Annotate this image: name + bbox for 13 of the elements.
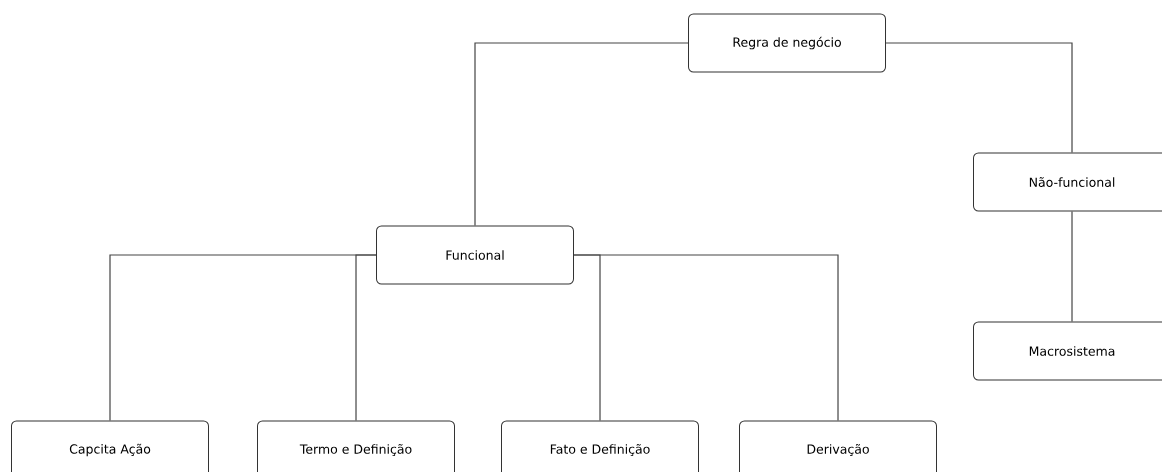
- node-box: Termo e Definição: [257, 420, 455, 472]
- node-box: Fato e Definição: [501, 420, 699, 472]
- node-box: Funcional: [376, 225, 574, 285]
- connector-line: [474, 42, 689, 227]
- node-box: Macrosistema: [973, 321, 1162, 381]
- node-box: Regra de negócio: [688, 13, 886, 73]
- connector-line: [885, 42, 1073, 154]
- connector-line: [573, 254, 839, 422]
- node-box: Capcita Ação: [11, 420, 209, 472]
- connector-line: [1071, 210, 1073, 323]
- node-box: Não-funcional: [973, 152, 1162, 212]
- node-box: Derivação: [739, 420, 937, 472]
- connector-line: [355, 254, 377, 422]
